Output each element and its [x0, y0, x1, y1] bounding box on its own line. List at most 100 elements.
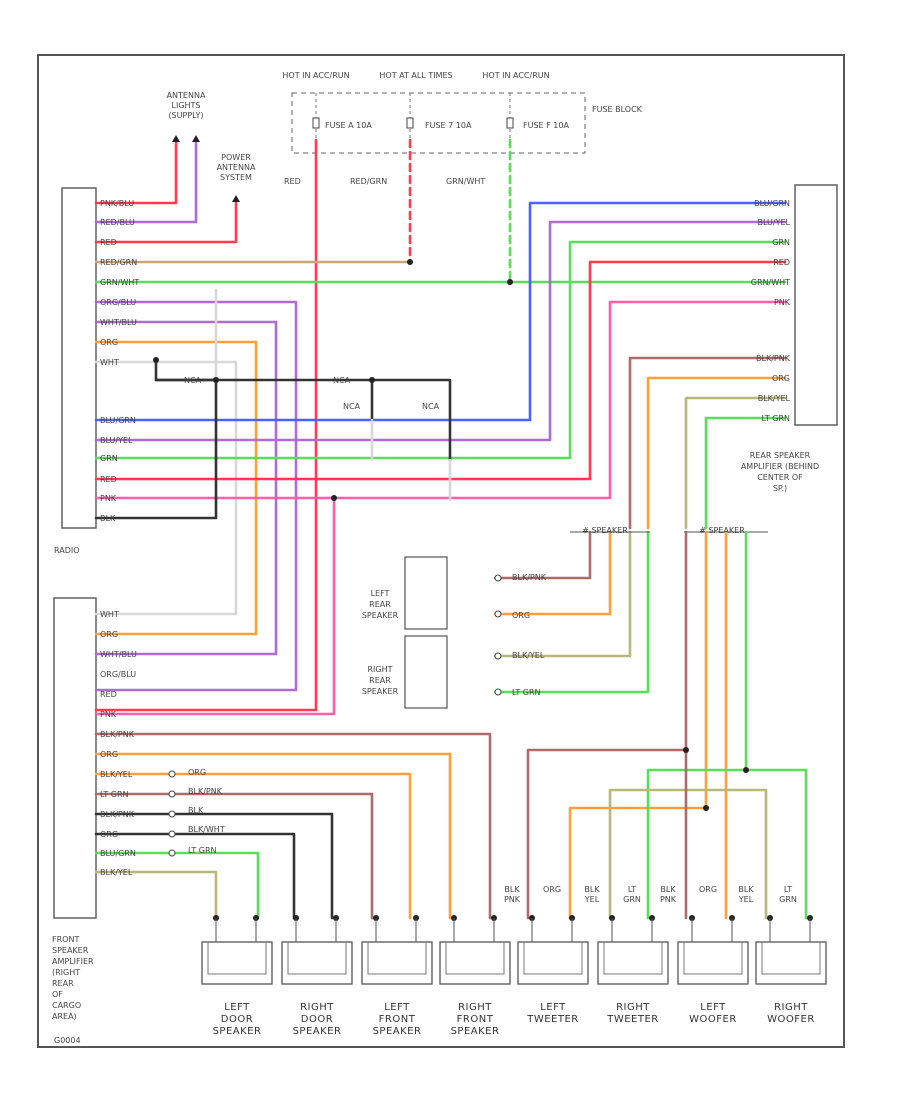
radio-lower-pin-6: BLK/PNK — [100, 730, 135, 739]
rear-connector-tick-1 — [494, 610, 502, 618]
radio-lower-pin-1: ORG — [100, 630, 118, 639]
wire-11 — [94, 360, 238, 616]
radio-upper-pin-11: BLU/YEL — [100, 436, 133, 445]
fuse-symbol-1 — [406, 117, 414, 129]
fuse-label-3: FUSE F 10A — [523, 121, 569, 130]
fuse-wire-label-1: RED — [284, 177, 301, 186]
fuse-label-1: FUSE A 10A — [325, 121, 372, 130]
fuse-symbol-2 — [506, 117, 514, 129]
junction-dot-2 — [213, 377, 219, 383]
fuse-block-outline — [291, 92, 586, 154]
radio-label: RADIO — [54, 546, 80, 555]
junction-dot-8 — [743, 767, 749, 773]
speaker-box-3 — [439, 941, 511, 985]
speaker-box-7 — [755, 941, 827, 985]
wire-29 — [493, 530, 612, 616]
power-antenna-terminal — [232, 195, 240, 202]
connector-tick-2 — [168, 810, 176, 818]
radio-lower-connector — [53, 597, 97, 919]
rear-amp-pin-11: LT GRN — [761, 414, 790, 423]
junction-dot-1 — [507, 279, 513, 285]
fuse-symbol-0 — [312, 117, 320, 129]
wire-28 — [493, 530, 592, 580]
wire-3 — [94, 138, 318, 712]
hot-label-1: HOT IN ACC/RUN — [282, 71, 349, 80]
lower-wire-label-2: BLK/PNK — [188, 787, 223, 796]
rear-amp-out-label-1: # SPEAKER — [582, 526, 628, 535]
radio-lower-pin-3: ORG/BLU — [100, 670, 136, 679]
rear-amp-pin-1: BLU/YEL — [758, 218, 791, 227]
wire-12 — [94, 201, 787, 422]
lower-wire-label-3: BLK — [188, 806, 204, 815]
wire-40 — [94, 752, 452, 920]
wire-36 — [744, 768, 808, 920]
wire-9 — [94, 320, 278, 656]
junction-dot-5 — [331, 495, 337, 501]
radio-lower-pin-4: RED — [100, 690, 117, 699]
rear-amp-pin-4: GRN/WHT — [751, 278, 790, 287]
speaker-box-inner-2 — [367, 942, 427, 975]
speaker-box-6 — [677, 941, 749, 985]
nca-label-2: NCA — [333, 376, 351, 385]
wire-42 — [94, 792, 374, 920]
fuse-block-label: FUSE BLOCK — [592, 105, 643, 114]
speaker-wire-tag-5: ORG — [699, 885, 717, 894]
rear-spk-wire-label-1: BLK/PNK — [512, 573, 547, 582]
wire-15 — [94, 260, 787, 481]
wire-27 — [704, 416, 787, 530]
speaker-box-inner-7 — [761, 942, 821, 975]
wire-45 — [94, 851, 260, 920]
speaker-box-inner-1 — [287, 942, 347, 975]
radio-lower-pin-5: PNK — [100, 710, 117, 719]
radio-upper-pin-7: ORG — [100, 338, 118, 347]
rear-spk-wire-label-2: ORG — [512, 611, 530, 620]
rear-amp-out-label-2: # SPEAKER — [699, 526, 745, 535]
left-rear-speaker-box — [404, 556, 448, 630]
radio-upper-pin-6: WHT/BLU — [100, 318, 137, 327]
wire-41 — [94, 772, 412, 920]
diagram-border — [37, 54, 845, 1048]
speaker-box-inner-6 — [683, 942, 743, 975]
hot-label-2: HOT AT ALL TIMES — [379, 71, 452, 80]
radio-lower-pin-10: BLK/PNK — [100, 810, 135, 819]
speaker-boxes — [201, 915, 827, 985]
connector-tick-0 — [168, 770, 176, 778]
wire-32 — [526, 530, 688, 920]
radio-upper-pin-3: RED/GRN — [100, 258, 137, 267]
radio-lower-pin-12: BLU/GRN — [100, 849, 136, 858]
wire-37 — [608, 788, 768, 920]
radio-lower-pin-labels: WHTORGWHT/BLUORG/BLUREDPNKBLK/PNKORGBLK/… — [100, 610, 137, 877]
radio-upper-pin-4: GRN/WHT — [100, 278, 139, 287]
nca-label-4: NCA — [422, 402, 440, 411]
speaker-box-0 — [201, 941, 273, 985]
radio-upper-pin-13: RED — [100, 475, 117, 484]
connector-tick-4 — [168, 849, 176, 857]
wire-35 — [646, 530, 748, 920]
wire-33 — [568, 530, 708, 920]
connector-tick-3 — [168, 830, 176, 838]
radio-upper-pin-5: ORG/BLU — [100, 298, 136, 307]
rear-amp-pin-labels: BLU/GRNBLU/YELGRNREDGRN/WHTPNKBLK/PNKORG… — [751, 199, 791, 423]
nca-label-3: NCA — [343, 402, 361, 411]
radio-lower-pin-0: WHT — [100, 610, 119, 619]
rear-amp-pin-9: ORG — [772, 374, 790, 383]
radio-upper-pin-2: RED — [100, 238, 117, 247]
speaker-box-inner-0 — [207, 942, 267, 975]
wire-31 — [493, 530, 650, 694]
radio-upper-pin-14: PNK — [100, 494, 117, 503]
wire-39 — [94, 732, 492, 920]
lower-wire-label-1: ORG — [188, 768, 206, 777]
speaker-box-1 — [281, 941, 353, 985]
lower-wire-label-4: BLK/WHT — [188, 825, 225, 834]
junction-dot-0 — [407, 259, 413, 265]
fuse-wire-label-3: GRN/WHT — [446, 177, 485, 186]
radio-upper-pin-12: GRN — [100, 454, 118, 463]
wire-26 — [684, 396, 787, 530]
